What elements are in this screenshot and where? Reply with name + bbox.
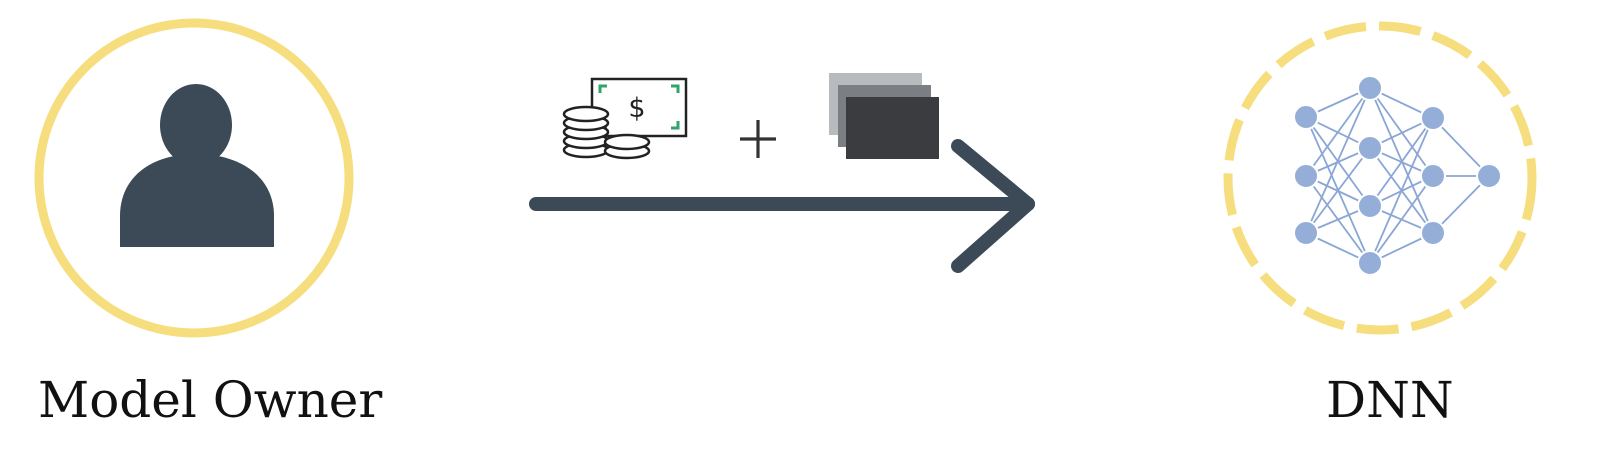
neural-network-icon [1293, 75, 1502, 276]
money-icon: $ [562, 77, 688, 160]
model-owner-label: Model Owner [38, 371, 383, 429]
dnn-ring [1223, 21, 1537, 335]
svg-text:$: $ [628, 93, 645, 124]
arrow-right-icon [529, 139, 1035, 273]
data-stack-icon [829, 73, 939, 159]
owner-ring [34, 18, 354, 338]
dnn-label: DNN [1326, 371, 1454, 429]
plus-icon [740, 120, 776, 158]
person-icon [120, 84, 274, 247]
